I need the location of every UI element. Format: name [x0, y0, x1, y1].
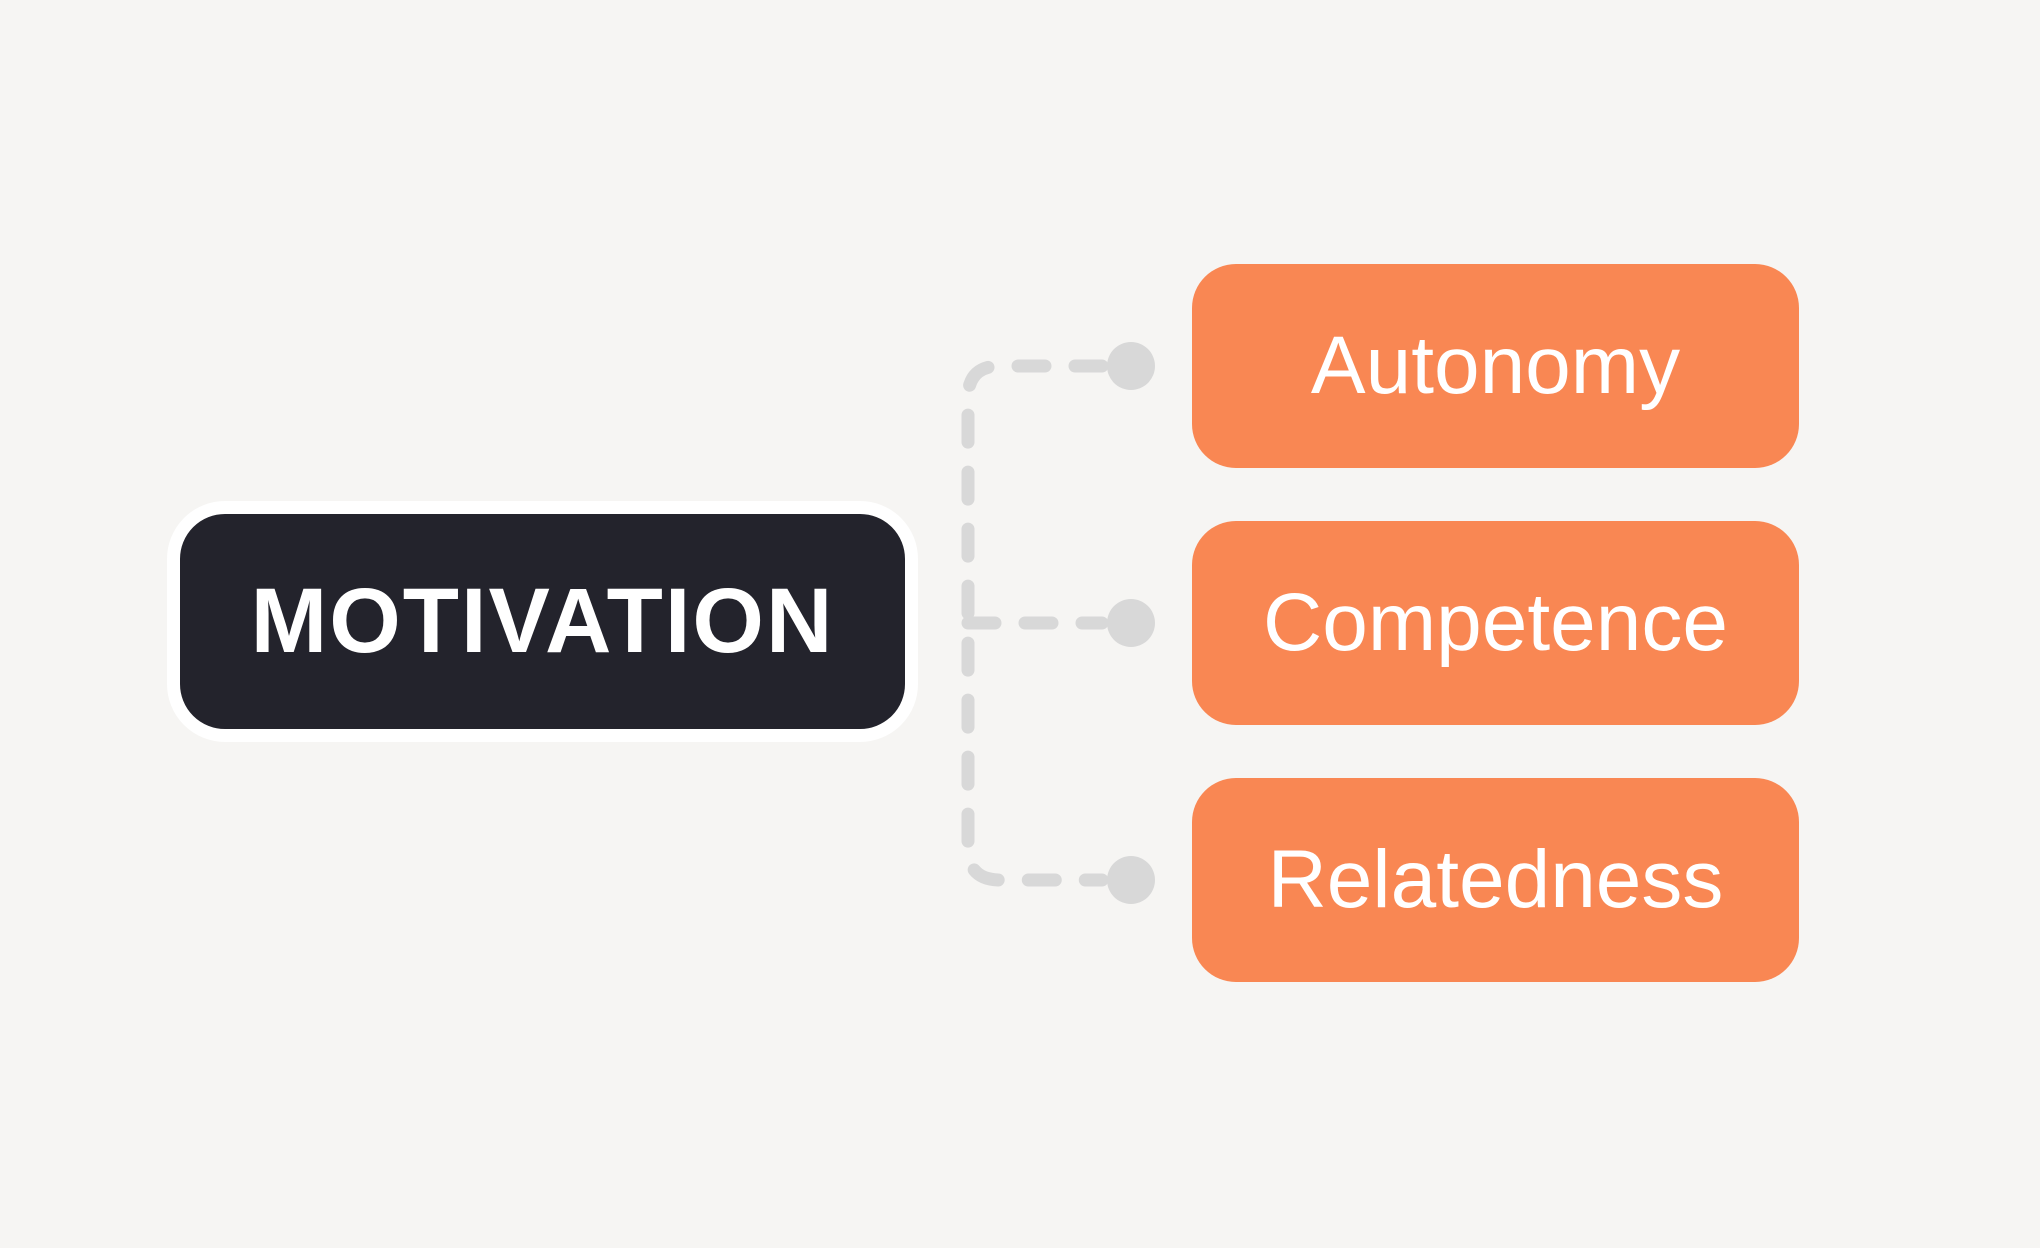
connector-dot-competence [1107, 599, 1155, 647]
node-relatedness-label: Relatedness [1267, 834, 1724, 925]
node-competence[interactable]: Competence [1192, 521, 1799, 725]
node-motivation-label: MOTIVATION [250, 570, 835, 672]
connector-bracket-line [961, 359, 1109, 887]
node-motivation[interactable]: MOTIVATION [167, 501, 918, 742]
node-autonomy-label: Autonomy [1310, 320, 1681, 411]
node-competence-label: Competence [1263, 577, 1728, 668]
connector-dot-relatedness [1107, 856, 1155, 904]
connector-dot-autonomy [1107, 342, 1155, 390]
node-relatedness[interactable]: Relatedness [1192, 778, 1799, 982]
node-autonomy[interactable]: Autonomy [1192, 264, 1799, 468]
